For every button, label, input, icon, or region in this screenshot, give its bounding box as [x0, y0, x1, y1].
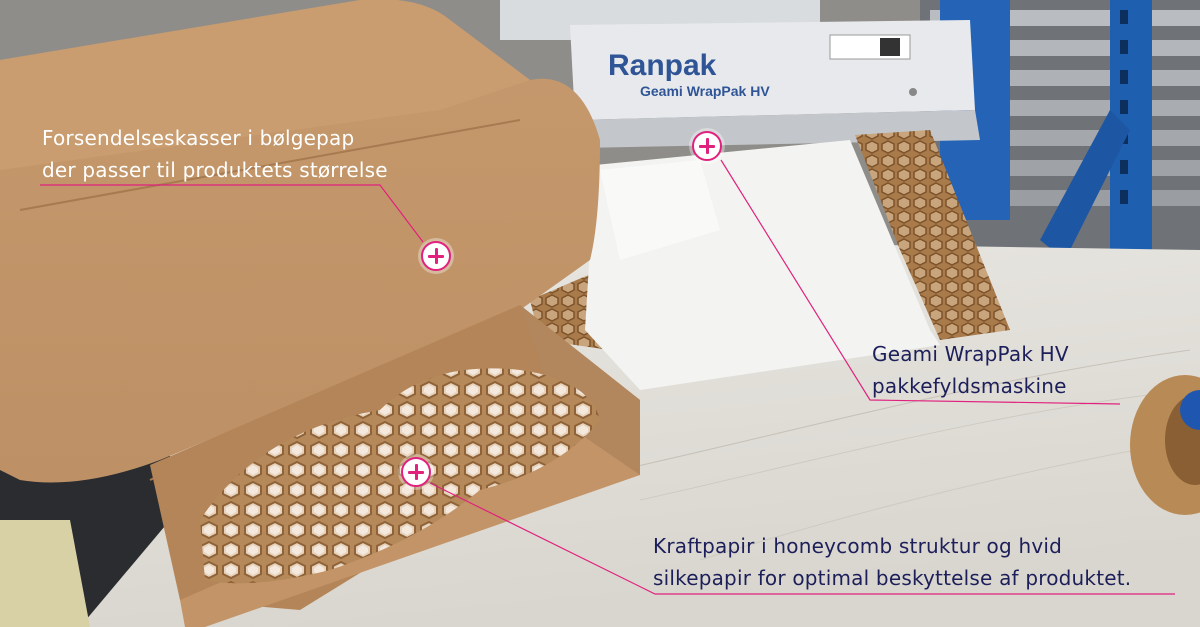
- annotation-machine-line-2: pakkefyldsmaskine: [872, 374, 1067, 398]
- machine-model-label: Geami WrapPak HV: [640, 83, 770, 99]
- hotspot-boxes-button[interactable]: [421, 241, 451, 271]
- annotation-boxes-line-1: Forsendelseskasser i bølgepap: [42, 126, 355, 150]
- annotation-connectors: [40, 159, 1175, 595]
- annotation-paper-line-1: Kraftpapir i honeycomb struktur og hvid: [653, 534, 1063, 558]
- annotation-paper-text: Kraftpapir i honeycomb struktur og hvid …: [653, 530, 1131, 594]
- hotspot-machine-button[interactable]: [692, 131, 722, 161]
- annotation-machine-text: Geami WrapPak HV pakkefyldsmaskine: [872, 338, 1069, 402]
- annotation-machine-line-1: Geami WrapPak HV: [872, 342, 1069, 366]
- shipping-box: [0, 0, 640, 627]
- plus-icon: [408, 464, 424, 480]
- hotspot-paper-button[interactable]: [401, 457, 431, 487]
- plus-icon: [428, 248, 444, 264]
- annotation-boxes-line-2: der passer til produktets størrelse: [42, 158, 388, 182]
- machine-brand-label: Ranpak: [608, 49, 717, 82]
- wrappak-machine: Ranpak Geami WrapPak HV: [500, 0, 980, 148]
- plus-icon: [699, 138, 715, 154]
- tape-roll: [1130, 375, 1200, 515]
- annotation-paper-line-2: silkepapir for optimal beskyttelse af pr…: [653, 566, 1132, 590]
- annotation-boxes-text: Forsendelseskasser i bølgepap der passer…: [42, 122, 388, 186]
